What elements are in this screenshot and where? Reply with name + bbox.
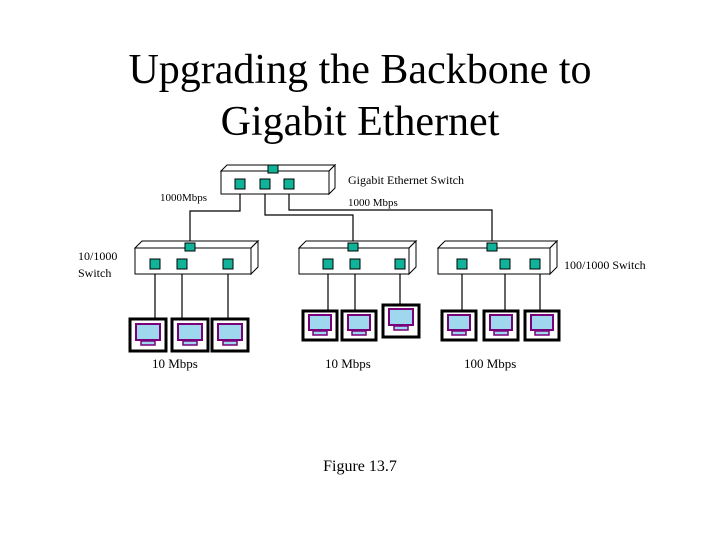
monitor-icon [381, 303, 421, 339]
slide-title: Upgrading the Backbone to Gigabit Ethern… [0, 44, 720, 148]
left-switch-label-line2: Switch [78, 266, 111, 280]
port-uplink [347, 242, 359, 252]
monitor-icon [128, 317, 168, 353]
port [176, 258, 188, 270]
group-middle-speed: 10 Mbps [325, 356, 371, 371]
gigabit-ethernet-switch [219, 163, 337, 196]
monitor-icon [523, 309, 561, 342]
left-switch-label-line1: 10/1000 [78, 249, 117, 263]
port [234, 178, 246, 190]
port [456, 258, 468, 270]
port-uplink [486, 242, 498, 252]
port [283, 178, 295, 190]
cabling [154, 189, 541, 319]
figure-caption: Figure 13.7 [323, 458, 397, 475]
port [349, 258, 361, 270]
uplink-right-label: 1000 Mbps [348, 197, 398, 209]
port-uplink [184, 242, 196, 252]
monitor-icon [210, 317, 250, 353]
group-right-speed: 100 Mbps [464, 356, 516, 371]
uplink-cable-right [288, 189, 493, 243]
middle-switch [297, 239, 418, 276]
uplink-cable-left [189, 189, 241, 243]
port [222, 258, 234, 270]
group-left-speed: 10 Mbps [152, 356, 198, 371]
title-line-1: Upgrading the Backbone to [128, 47, 592, 93]
port [149, 258, 161, 270]
left-10-1000-switch [133, 239, 260, 276]
title-line-2: Gigabit Ethernet [220, 99, 500, 145]
port [259, 178, 271, 190]
monitor-icon [301, 309, 339, 342]
monitor-icon [340, 309, 378, 342]
core-switch-label: Gigabit Ethernet Switch [348, 173, 464, 187]
port [499, 258, 511, 270]
port-uplink [267, 164, 279, 174]
port [394, 258, 406, 270]
uplink-cable-middle [264, 189, 354, 243]
port [529, 258, 541, 270]
monitor-icon [440, 309, 478, 342]
monitor-icon [170, 317, 210, 353]
right-switch-label: 100/1000 Switch [564, 258, 646, 272]
switch-top-face [133, 240, 260, 249]
port [322, 258, 334, 270]
uplink-left-label: 1000Mbps [160, 192, 207, 204]
monitor-icon [482, 309, 520, 342]
right-100-1000-switch [436, 239, 559, 276]
